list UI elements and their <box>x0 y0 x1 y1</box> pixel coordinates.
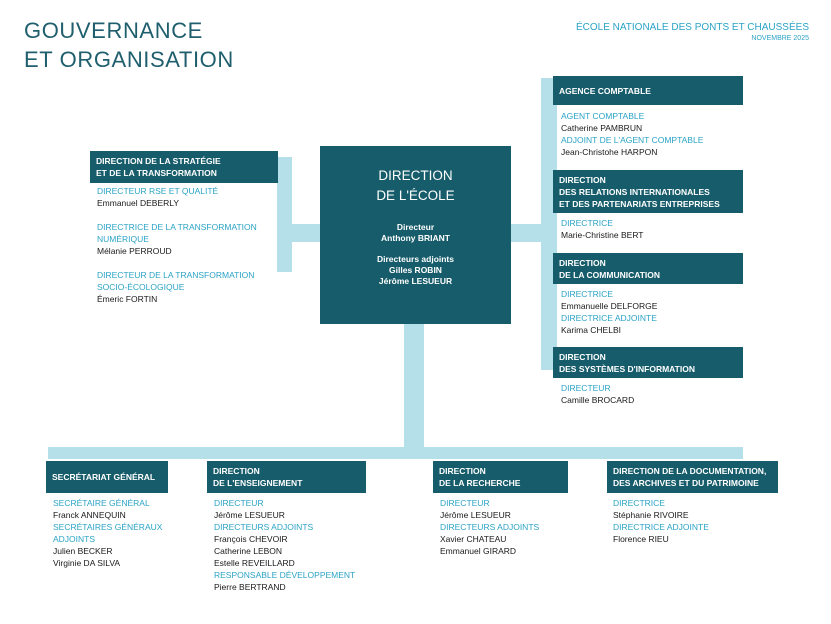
communication-role-deputy: DIRECTRICE ADJOINTE <box>561 313 657 323</box>
central-title-line-1: DIRECTION <box>378 168 453 183</box>
accounting-role-deputy: ADJOINT DE L'AGENT COMPTABLE <box>561 135 704 145</box>
teaching-name-development: Pierre BERTRAND <box>214 582 286 592</box>
information-systems-title-line-1: DIRECTION <box>559 351 606 362</box>
accounting-role-agent: AGENT COMPTABLE <box>561 111 645 121</box>
secretariat-role-deputies-line-1: SECRÉTAIRES GÉNÉRAUX <box>53 522 163 532</box>
research-name-director: Jérôme LESUEUR <box>440 510 511 520</box>
international-relations-members: DIRECTRICE Marie-Christine BERT <box>561 217 644 241</box>
teaching-name-deputy-1: François CHEVOIR <box>214 534 288 544</box>
research-name-deputy-1: Xavier CHATEAU <box>440 534 507 544</box>
communication-members: DIRECTRICE Emmanuelle DELFORGE DIRECTRIC… <box>561 288 657 336</box>
central-name-deputy-1: Gilles ROBIN <box>389 265 442 275</box>
organization-name: ÉCOLE NATIONALE DES PONTS ET CHAUSSÉES <box>575 22 809 33</box>
international-role-director: DIRECTRICE <box>561 218 613 228</box>
connector-right-horizontal <box>511 224 541 242</box>
teaching-role-development: RESPONSABLE DÉVELOPPEMENT <box>214 570 356 580</box>
research-direction-members: DIRECTEUR Jérôme LESUEUR DIRECTEURS ADJO… <box>440 497 539 557</box>
secretariat-name-secretary: Franck ANNEQUIN <box>53 510 126 520</box>
international-relations-header: DIRECTION DES RELATIONS INTERNATIONALES … <box>553 170 743 213</box>
research-role-director: DIRECTEUR <box>440 498 490 508</box>
communication-name-director: Emmanuelle DELFORGE <box>561 301 658 311</box>
central-name-deputy-2: Jérôme LESUEUR <box>378 276 453 286</box>
documentation-name-deputy: Florence RIEU <box>613 534 669 544</box>
connector-left-horizontal <box>277 224 321 242</box>
documentation-direction-members: DIRECTRICE Stéphanie RIVOIRE DIRECTRICE … <box>613 497 709 545</box>
central-name-director: Anthony BRIANT <box>381 233 450 243</box>
secretariat-name-deputy-1: Julien BECKER <box>53 546 113 556</box>
teaching-name-deputy-3: Estelle REVEILLARD <box>214 558 295 568</box>
teaching-name-deputy-2: Catherine LEBON <box>214 546 283 556</box>
teaching-title-line-2: DE L'ENSEIGNEMENT <box>213 478 303 488</box>
research-title-line-1: DIRECTION <box>439 466 486 476</box>
international-title-line-3: ET DES PARTENARIATS ENTREPRISES <box>559 198 720 209</box>
strategy-name-digital: Mélanie PERROUD <box>97 246 172 256</box>
documentation-name-director: Stéphanie RIVOIRE <box>613 510 689 520</box>
information-systems-members: DIRECTEUR Camille BROCARD <box>561 382 634 406</box>
accounting-agency-members: AGENT COMPTABLE Catherine PAMBRUN ADJOIN… <box>561 110 703 158</box>
strategy-direction-header: DIRECTION DE LA STRATÉGIE ET DE LA TRANS… <box>90 151 278 183</box>
strategy-name-rse: Emmanuel DEBERLY <box>97 198 180 208</box>
communication-header: DIRECTION DE LA COMMUNICATION <box>553 253 743 284</box>
accounting-name-agent: Catherine PAMBRUN <box>561 123 643 133</box>
international-title-line-1: DIRECTION <box>559 174 606 185</box>
strategy-role-rse: DIRECTEUR RSE ET QUALITÉ <box>97 186 219 196</box>
information-systems-role-director: DIRECTEUR <box>561 383 611 393</box>
page-title-line-2: ET ORGANISATION <box>24 47 234 72</box>
central-title-line-2: DE L'ÉCOLE <box>376 188 455 203</box>
accounting-name-deputy: Jean-Christohe HARPON <box>561 147 658 157</box>
research-role-deputies: DIRECTEURS ADJOINTS <box>440 522 540 532</box>
communication-title-line-1: DIRECTION <box>559 257 606 268</box>
central-direction-box: DIRECTION DE L'ÉCOLE Directeur Anthony B… <box>320 146 511 324</box>
general-secretariat-title: SECRÉTARIAT GÉNÉRAL <box>52 472 156 482</box>
secretariat-name-deputy-2: Virginie DA SILVA <box>53 558 121 568</box>
international-name-director: Marie-Christine BERT <box>561 230 644 240</box>
teaching-direction-header: DIRECTION DE L'ENSEIGNEMENT <box>207 461 366 493</box>
research-direction-header: DIRECTION DE LA RECHERCHE <box>433 461 568 493</box>
documentation-direction-header: DIRECTION DE LA DOCUMENTATION, DES ARCHI… <box>607 461 778 493</box>
publication-date: NOVEMBRE 2025 <box>751 35 809 42</box>
general-secretariat-header: SECRÉTARIAT GÉNÉRAL <box>46 461 168 493</box>
strategy-role-digital-line-1: DIRECTRICE DE LA TRANSFORMATION <box>97 222 257 232</box>
strategy-role-ecological-line-1: DIRECTEUR DE LA TRANSFORMATION <box>97 270 255 280</box>
connector-bottom-horizontal <box>48 447 743 459</box>
general-secretariat-members: SECRÉTAIRE GÉNÉRAL Franck ANNEQUIN SECRÉ… <box>53 497 162 569</box>
information-systems-header: DIRECTION DES SYSTÈMES D'INFORMATION <box>553 347 743 378</box>
strategy-role-digital-line-2: NUMÉRIQUE <box>97 234 149 244</box>
strategy-role-ecological-line-2: SOCIO-ÉCOLOGIQUE <box>97 282 185 292</box>
documentation-role-director: DIRECTRICE <box>613 498 665 508</box>
teaching-direction-members: DIRECTEUR Jérôme LESUEUR DIRECTEURS ADJO… <box>214 497 355 593</box>
communication-title-line-2: DE LA COMMUNICATION <box>559 269 661 280</box>
accounting-agency-title: AGENCE COMPTABLE <box>559 85 651 96</box>
central-role-director: Directeur <box>396 222 435 232</box>
research-title-line-2: DE LA RECHERCHE <box>439 478 521 488</box>
information-systems-name-director: Camille BROCARD <box>561 395 635 405</box>
strategy-title-line-1: DIRECTION DE LA STRATÉGIE <box>96 156 221 166</box>
communication-name-deputy: Karima CHELBI <box>561 325 621 335</box>
secretariat-role-deputies-line-2: ADJOINTS <box>53 534 96 544</box>
communication-role-director: DIRECTRICE <box>561 289 613 299</box>
teaching-role-director: DIRECTEUR <box>214 498 264 508</box>
strategy-title-line-2: ET DE LA TRANSFORMATION <box>96 168 217 178</box>
strategy-name-ecological: Émeric FORTIN <box>97 294 158 304</box>
connector-left-vertical <box>277 157 292 272</box>
teaching-role-deputies: DIRECTEURS ADJOINTS <box>214 522 314 532</box>
page-title-line-1: GOUVERNANCE <box>24 18 203 43</box>
accounting-agency-header: AGENCE COMPTABLE <box>553 76 743 105</box>
connector-right-vertical <box>541 78 557 370</box>
teaching-name-director: Jérôme LESUEUR <box>214 510 285 520</box>
central-role-deputies: Directeurs adjoints <box>377 254 454 264</box>
research-name-deputy-2: Emmanuel GIRARD <box>440 546 517 556</box>
documentation-title-line-2: DES ARCHIVES ET DU PATRIMOINE <box>613 478 759 488</box>
secretariat-role-secretary: SECRÉTAIRE GÉNÉRAL <box>53 498 150 508</box>
documentation-role-deputy: DIRECTRICE ADJOINTE <box>613 522 709 532</box>
teaching-title-line-1: DIRECTION <box>213 466 260 476</box>
connector-central-down <box>404 324 424 450</box>
strategy-direction-members: DIRECTEUR RSE ET QUALITÉ Emmanuel DEBERL… <box>97 185 257 305</box>
documentation-title-line-1: DIRECTION DE LA DOCUMENTATION, <box>613 466 767 476</box>
international-title-line-2: DES RELATIONS INTERNATIONALES <box>559 186 710 197</box>
information-systems-title-line-2: DES SYSTÈMES D'INFORMATION <box>559 363 695 374</box>
